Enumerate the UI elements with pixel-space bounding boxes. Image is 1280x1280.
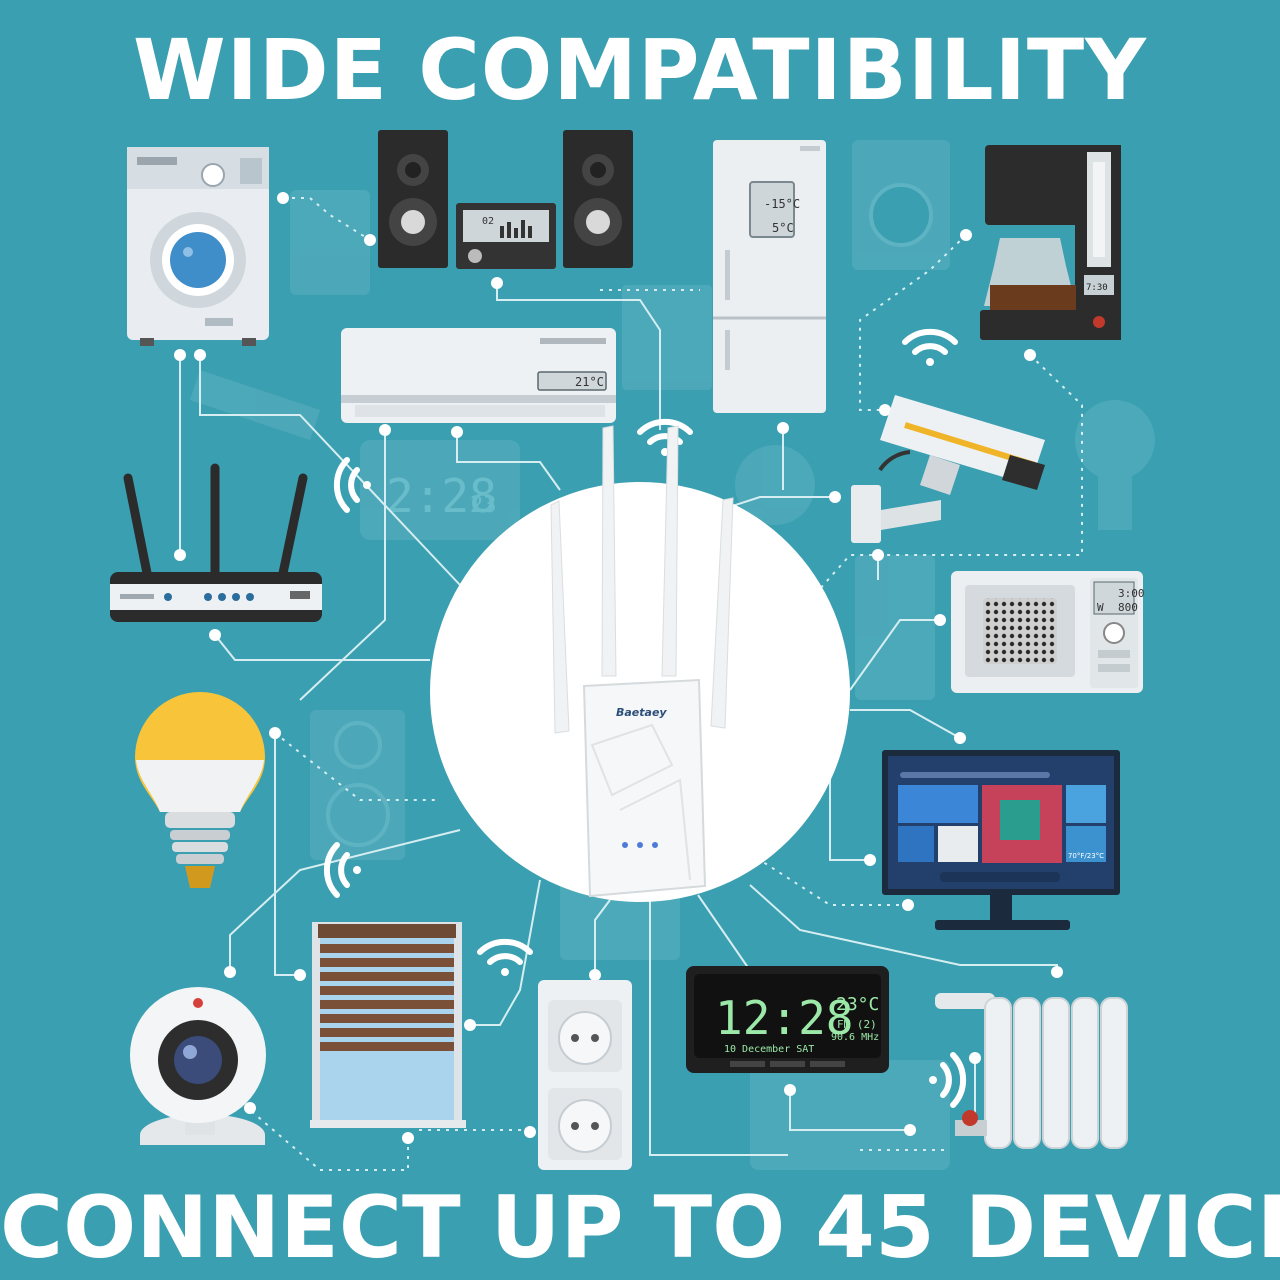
air-conditioner-icon: 21°C [341, 328, 616, 423]
clock-temperature: 23°C [836, 994, 879, 1015]
ac-display: 21°C [575, 375, 604, 389]
connector-dots [174, 192, 1063, 1144]
fridge-display-bottom: 5°C [772, 221, 794, 235]
microwave-unit: W [1097, 601, 1104, 614]
wifi-icon-3 [333, 457, 371, 513]
wifi-router-icon [110, 463, 322, 622]
connector-lines [179, 197, 1083, 1171]
security-camera-icon [851, 395, 1045, 543]
clock-radio-band: FM (2) [837, 1018, 877, 1031]
coffee-maker-icon: 7:30 [980, 145, 1121, 340]
light-bulb-icon [135, 692, 265, 888]
wifi-icon-1 [902, 328, 958, 366]
fridge-display-top: -15°C [764, 197, 800, 211]
headline-top: WIDE COMPATIBILITY [133, 21, 1147, 119]
wifi-icon-2 [637, 418, 693, 456]
microwave-icon: 3:00 800 W [951, 571, 1145, 693]
clock-frequency: 90.6 MHz [831, 1032, 879, 1043]
alarm-clock-radio-icon: 12:28 23°C FM (2) 90.6 MHz 10 December S… [686, 966, 889, 1073]
hifi-stereo-icon: 02 [378, 130, 633, 269]
headline-bottom: CONNECT UP TO 45 DEVICES [0, 1178, 1280, 1278]
microwave-power: 800 [1118, 601, 1138, 614]
tv-weather: 70°F/23°C [1068, 852, 1104, 860]
wifi-icon-5 [477, 938, 533, 976]
background-watermarks: 2:28 23 [190, 140, 1155, 1170]
extender-showcase: Baetaey [430, 425, 850, 902]
refrigerator-icon: -15°C 5°C [713, 140, 826, 413]
bg-clock-time: 2:28 [386, 469, 497, 523]
webcam-icon [130, 987, 266, 1145]
washing-machine-icon [127, 147, 269, 346]
power-sockets-icon [538, 980, 632, 1170]
coffee-display: 7:30 [1086, 283, 1108, 293]
stereo-display: 02 [482, 216, 494, 227]
radiator-icon [935, 993, 1128, 1149]
wifi-icon-6 [929, 1052, 967, 1108]
clock-date: 10 December SAT [724, 1044, 814, 1055]
smart-tv-icon: 70°F/23°C [882, 750, 1120, 930]
clock-time: 12:28 [715, 991, 853, 1045]
wifi-signal-icons [323, 328, 967, 1108]
window-blinds-icon [310, 922, 466, 1128]
bg-clock-temp: 23 [470, 493, 497, 518]
extender-antennas [550, 425, 734, 734]
microwave-time: 3:00 [1118, 587, 1145, 600]
wifi-icon-4 [323, 842, 361, 898]
extender-brand: Baetaey [616, 706, 667, 719]
